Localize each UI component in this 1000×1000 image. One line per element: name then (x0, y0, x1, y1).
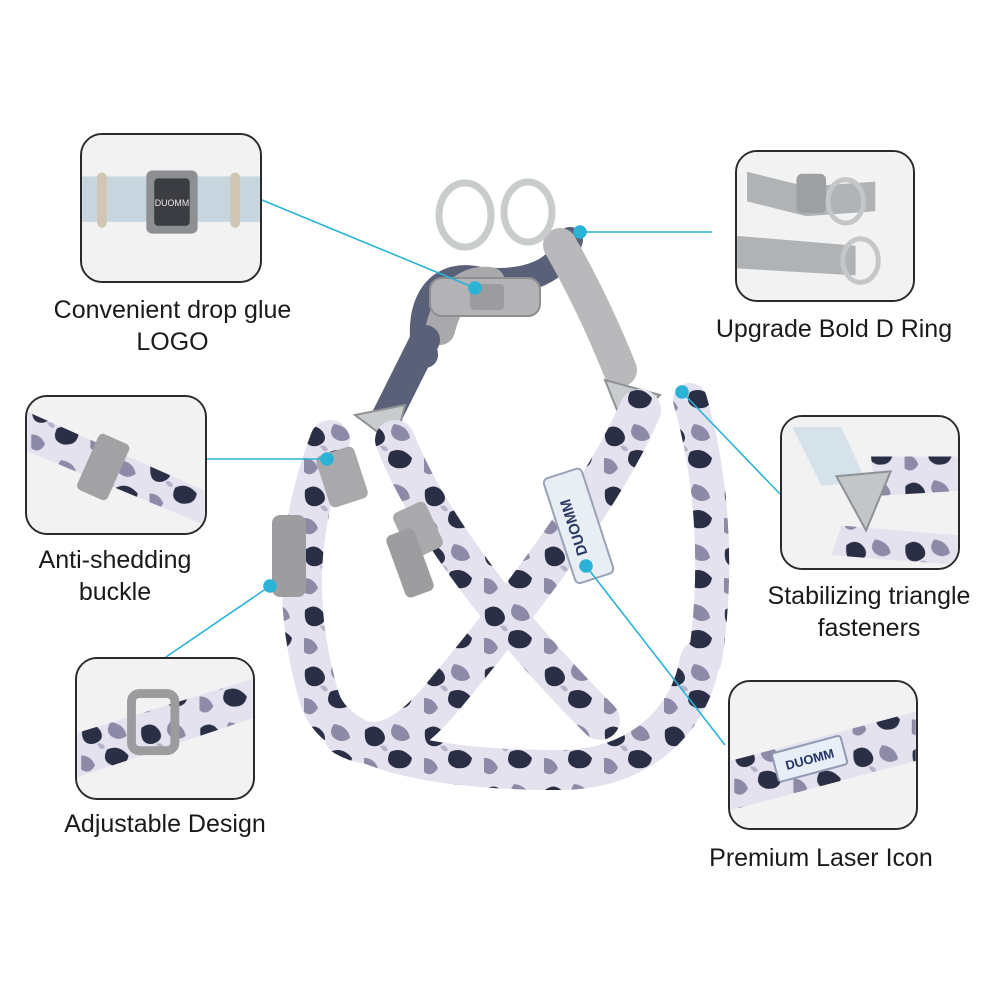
caption-laser-icon: Premium Laser Icon (690, 842, 952, 874)
d-ring-icon (737, 152, 913, 300)
caption-line: Stabilizing triangle (767, 582, 971, 610)
caption-bold-d-ring: Upgrade Bold D Ring (700, 313, 968, 345)
strap-keeper-icon (27, 397, 205, 533)
side-release-buckle-icon: DUOMM (82, 135, 260, 281)
caption-anti-shedding-buckle: Anti-shedding buckle (25, 544, 205, 608)
thumb-anti-shedding-buckle (25, 395, 207, 535)
caption-line: buckle (78, 578, 152, 606)
thumb-drop-glue-logo: DUOMM (80, 133, 262, 283)
caption-line: fasteners (817, 614, 921, 642)
caption-drop-glue-logo: Convenient drop glue LOGO (40, 294, 305, 358)
thumb-laser-icon: DUOMM (728, 680, 918, 830)
thumb-adjustable-design (75, 657, 255, 800)
caption-line: Adjustable Design (64, 810, 266, 838)
laser-label-icon: DUOMM (730, 682, 916, 828)
caption-line: Upgrade Bold D Ring (715, 315, 953, 343)
thumb-triangle-fasteners (780, 415, 960, 570)
thumb-bold-d-ring (735, 150, 915, 302)
caption-adjustable-design: Adjustable Design (40, 808, 290, 840)
thumb-logo-text: DUOMM (155, 198, 189, 208)
caption-line: LOGO (136, 328, 209, 356)
caption-line: Anti-shedding (38, 546, 192, 574)
caption-line: Premium Laser Icon (709, 844, 933, 872)
caption-line: Convenient drop glue (53, 296, 292, 324)
slider-buckle-icon (77, 659, 253, 798)
triangle-fastener-icon (782, 417, 958, 568)
caption-triangle-fasteners: Stabilizing triangle fasteners (750, 580, 988, 644)
